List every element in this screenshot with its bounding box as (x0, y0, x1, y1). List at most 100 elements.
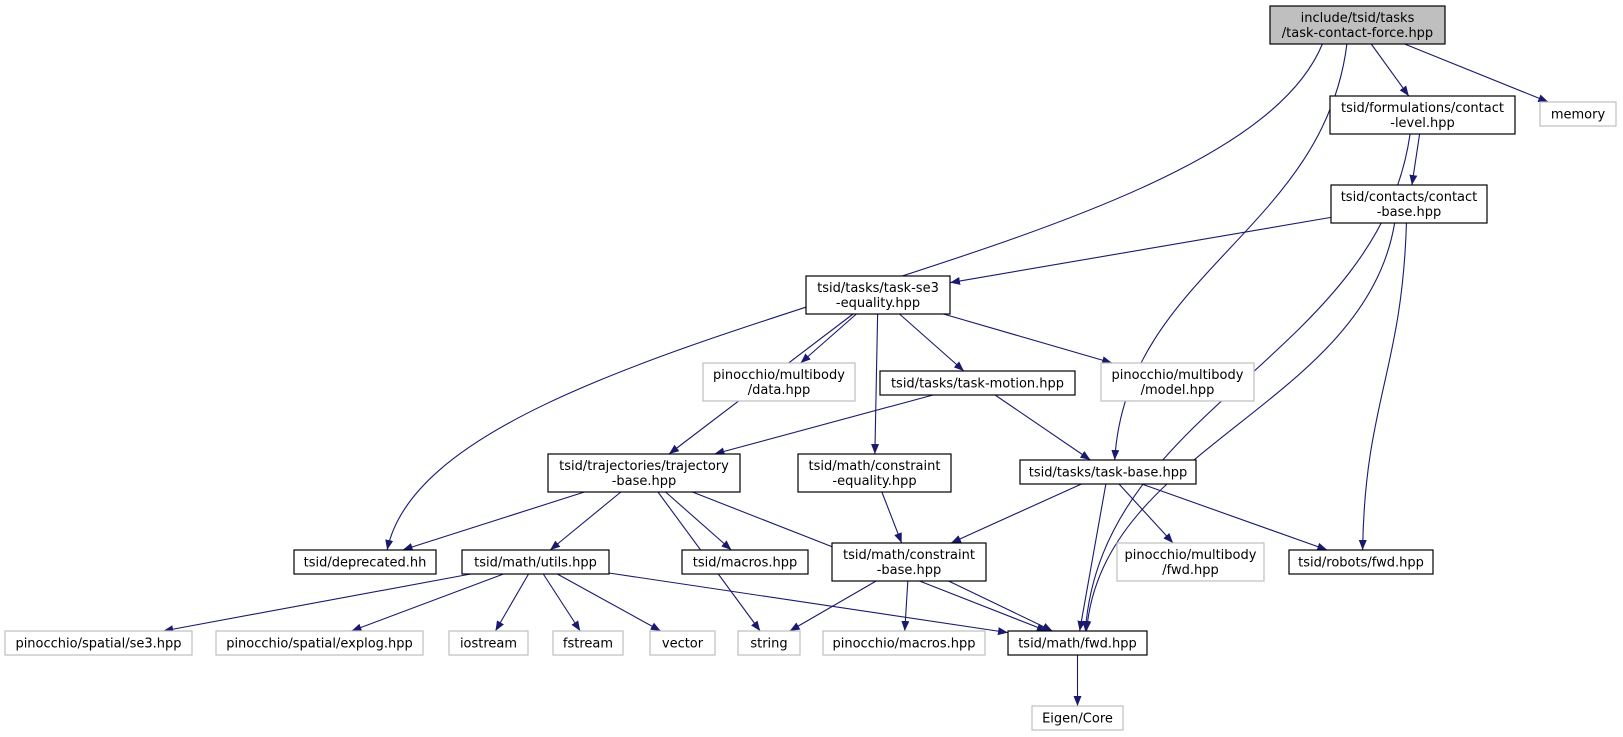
node-box (797, 453, 952, 493)
node-box (1116, 542, 1265, 582)
node-box (1539, 101, 1617, 127)
node-label-line: pinocchio/macros.hpp (833, 637, 976, 652)
node-string: string (737, 630, 801, 656)
edge-task_se3-to-pin_model (943, 313, 1113, 365)
node-box (737, 630, 801, 656)
node-label-line: string (750, 637, 787, 652)
node-deprecated[interactable]: tsid/deprecated.hh (293, 549, 437, 575)
node-label-line: pinocchio/multibody (1112, 368, 1244, 383)
edge-root-to-memory (1404, 43, 1549, 103)
node-constraint-eq[interactable]: tsid/math/constraint-equality.hpp (797, 453, 952, 493)
node-label-line: -base.hpp (1377, 205, 1442, 220)
edge-task_base-to-robots_fwd (1141, 483, 1328, 551)
node-label-line: tsid/math/fwd.hpp (1018, 637, 1137, 652)
node-box (1100, 362, 1255, 402)
node-box (1031, 705, 1124, 731)
node-memory: memory (1539, 101, 1617, 127)
node-box (649, 630, 716, 656)
edge-constraint_base-to-math_fwd (948, 580, 1053, 632)
node-box (702, 362, 856, 402)
node-label-line: /data.hpp (748, 383, 811, 398)
edge-utils-to-fstream (542, 573, 581, 632)
node-label-line: tsid/math/constraint (809, 459, 941, 474)
node-label-line: /fwd.hpp (1162, 563, 1219, 578)
edge-contact_base-to-math_fwd (1083, 222, 1396, 632)
node-box (1269, 5, 1446, 45)
edge-constraint_base-to-pin_macros (901, 580, 910, 632)
node-vector: vector (649, 630, 716, 656)
node-label-line: tsid/tasks/task-base.hpp (1029, 466, 1188, 481)
edge-contact_base-to-task_se3 (949, 216, 1332, 285)
node-pin-model: pinocchio/multibody/model.hpp (1100, 362, 1255, 402)
edge-task_se3-to-task_motion (899, 313, 965, 372)
node-label-line: pinocchio/spatial/se3.hpp (15, 637, 181, 652)
node-box (1330, 184, 1488, 224)
node-label-line: -equality.hpp (832, 474, 916, 489)
node-box (293, 549, 437, 575)
node-label-line: pinocchio/spatial/explog.hpp (226, 637, 413, 652)
edge-root-to-contact_level (1370, 43, 1410, 97)
edge-traj_base-to-utils (549, 491, 622, 551)
node-box (1329, 95, 1516, 135)
node-explog: pinocchio/spatial/explog.hpp (215, 630, 424, 656)
node-box (1019, 459, 1197, 485)
node-utils[interactable]: tsid/math/utils.hpp (461, 549, 610, 575)
node-eigen-core: Eigen/Core (1031, 705, 1124, 731)
edge-traj_base-to-macros (665, 491, 732, 551)
node-box (448, 630, 529, 656)
node-root[interactable]: include/tsid/tasks/task-contact-force.hp… (1269, 5, 1446, 45)
node-box (822, 630, 986, 656)
edge-task_se3-to-pin_data (800, 313, 857, 364)
edge-utils-to-vector (557, 573, 661, 632)
node-label-line: tsid/robots/fwd.hpp (1298, 556, 1424, 571)
node-label-line: tsid/math/utils.hpp (474, 556, 597, 571)
node-box (805, 275, 951, 315)
node-label-line: tsid/macros.hpp (693, 556, 798, 571)
node-constraint-base[interactable]: tsid/math/constraint-base.hpp (831, 542, 987, 582)
edge-traj_base-to-deprecated (402, 491, 585, 551)
node-box (831, 542, 987, 582)
node-label-line: -equality.hpp (836, 296, 920, 311)
node-label-line: tsid/math/constraint (843, 548, 975, 563)
node-math-fwd[interactable]: tsid/math/fwd.hpp (1007, 630, 1148, 656)
node-iostream: iostream (448, 630, 529, 656)
node-label-line: include/tsid/tasks (1301, 11, 1415, 26)
edge-task_motion-to-task_base (994, 394, 1091, 461)
node-macros[interactable]: tsid/macros.hpp (681, 549, 809, 575)
node-traj-base[interactable]: tsid/trajectories/trajectory-base.hpp (547, 453, 741, 493)
node-label-line: tsid/trajectories/trajectory (559, 459, 729, 474)
nodes-layer: include/tsid/tasks/task-contact-force.hp… (4, 5, 1617, 731)
edge-task_motion-to-traj_base (714, 394, 934, 456)
node-contact-level[interactable]: tsid/formulations/contact-level.hpp (1329, 95, 1516, 135)
node-label-line: Eigen/Core (1042, 712, 1113, 727)
node-robots-fwd[interactable]: tsid/robots/fwd.hpp (1288, 549, 1434, 575)
node-label-line: -level.hpp (1390, 116, 1454, 131)
node-label-line: tsid/tasks/task-motion.hpp (891, 377, 1064, 392)
node-task-motion[interactable]: tsid/tasks/task-motion.hpp (879, 370, 1076, 396)
node-task-se3[interactable]: tsid/tasks/task-se3-equality.hpp (805, 275, 951, 315)
node-se3: pinocchio/spatial/se3.hpp (4, 630, 193, 656)
node-box (552, 630, 624, 656)
node-label-line: fstream (563, 637, 613, 652)
edge-task_base-to-constraint_base (950, 483, 1082, 544)
edge-task_base-to-math_fwd (1077, 483, 1107, 632)
node-task-base[interactable]: tsid/tasks/task-base.hpp (1019, 459, 1197, 485)
node-label-line: -base.hpp (612, 474, 677, 489)
edge-utils-to-se3 (163, 573, 471, 634)
edge-utils-to-iostream (494, 573, 530, 632)
node-box (1007, 630, 1148, 656)
node-fstream: fstream (552, 630, 624, 656)
node-label-line: /model.hpp (1141, 383, 1215, 398)
node-label-line: tsid/deprecated.hh (304, 556, 427, 571)
node-pin-data: pinocchio/multibody/data.hpp (702, 362, 856, 402)
edge-task_base-to-pin_fwd (1118, 483, 1174, 544)
edge-utils-to-math_fwd (608, 572, 1009, 636)
edge-constraint_base-to-string (789, 580, 877, 632)
edge-task_se3-to-constraint_eq (871, 313, 880, 455)
node-box (4, 630, 193, 656)
node-label-line: pinocchio/multibody (1125, 548, 1257, 563)
node-box (547, 453, 741, 493)
node-contact-base[interactable]: tsid/contacts/contact-base.hpp (1330, 184, 1488, 224)
node-pin-fwd: pinocchio/multibody/fwd.hpp (1116, 542, 1265, 582)
